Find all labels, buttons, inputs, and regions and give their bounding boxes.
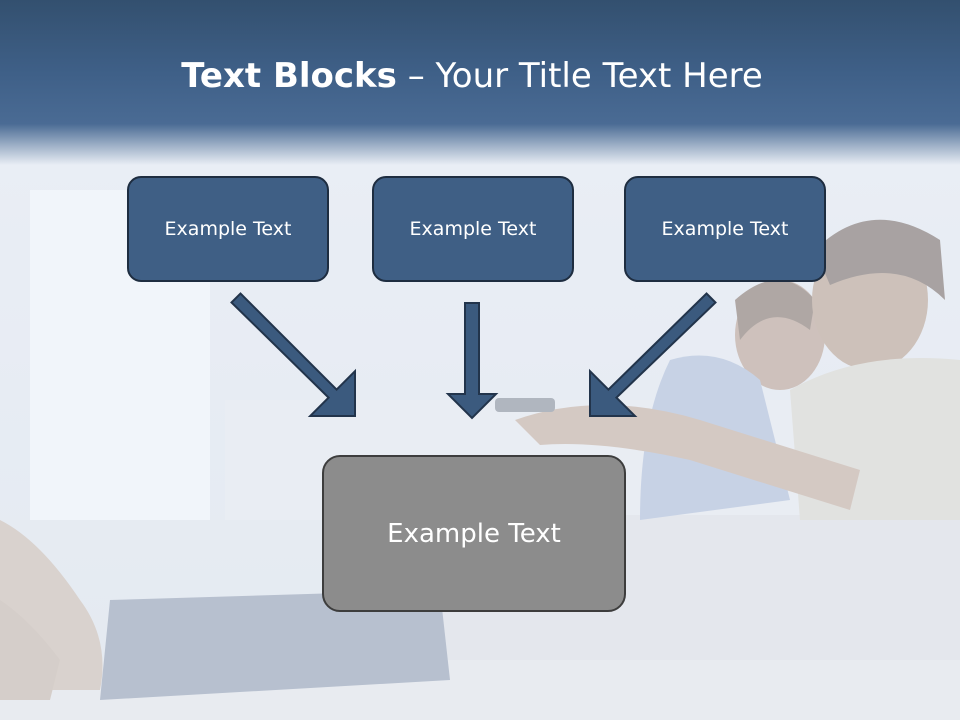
arrow-down-right-icon [230,292,356,417]
title-band [0,0,960,165]
arrow-down-icon [445,302,499,420]
text-block-bottom-label: Example Text [387,518,561,549]
title-bold: Text Blocks [181,56,397,96]
slide-title: Text Blocks – Your Title Text Here [0,52,944,100]
text-block-middle[interactable]: Example Text [372,176,574,282]
title-rest: Your Title Text Here [435,56,763,96]
title-dash: – [396,56,436,96]
text-block-left[interactable]: Example Text [127,176,329,282]
text-block-bottom[interactable]: Example Text [322,455,626,612]
text-block-right-label: Example Text [661,218,789,240]
arrow-down-left-icon [589,292,717,417]
text-block-middle-label: Example Text [409,218,537,240]
text-block-right[interactable]: Example Text [624,176,826,282]
text-block-left-label: Example Text [164,218,292,240]
